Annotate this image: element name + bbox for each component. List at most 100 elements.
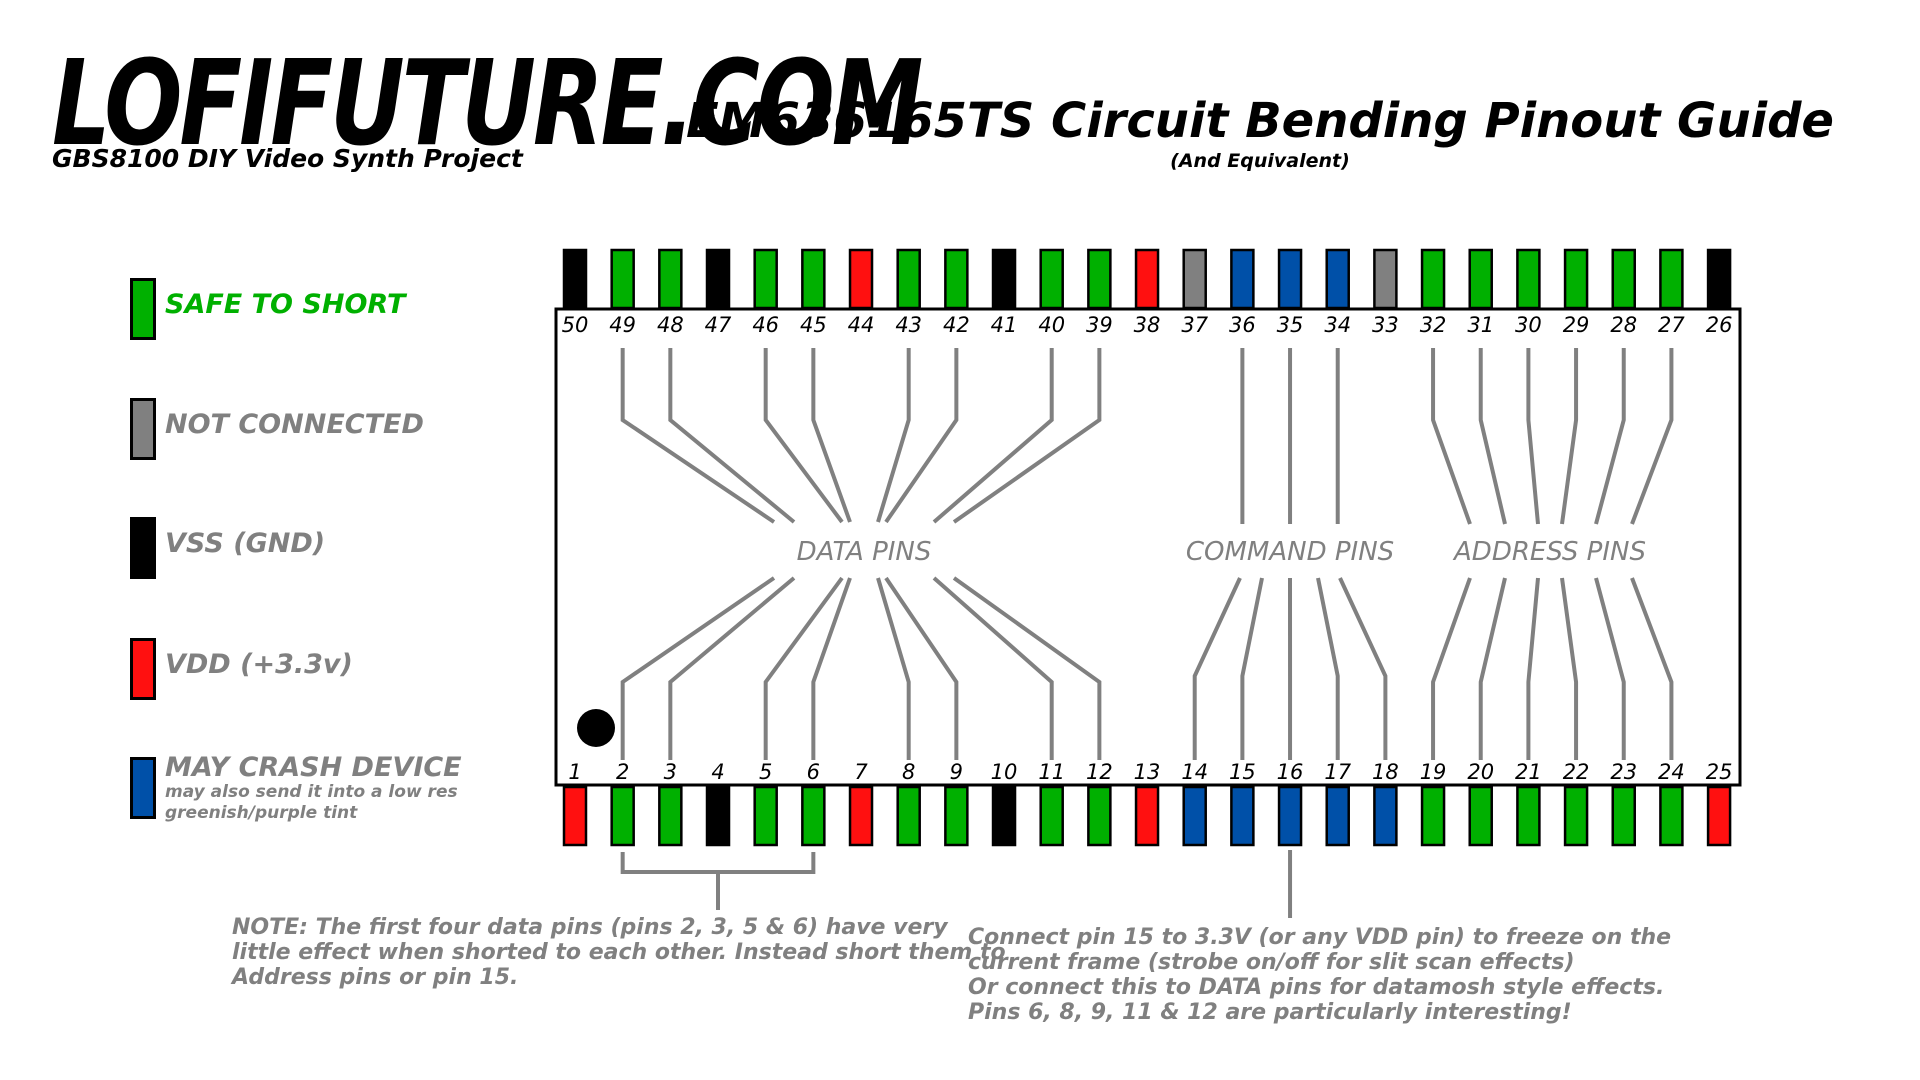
command-pins-label: COMMAND PINS [1186,537,1394,567]
pin-label-10: 10 [991,760,1018,784]
legend-swatch-vss [130,517,156,579]
legend-swatch-not-connected [130,398,156,460]
data-line-top-39 [952,348,1102,524]
pin-bottom-4 [705,785,731,847]
pin-bottom-23 [1611,785,1636,847]
pin-bottom-3 [658,785,683,847]
pin-label-4: 4 [711,760,724,784]
legend-label-crash: MAY CRASH DEVICE [165,752,462,783]
pin-top-32 [1420,248,1446,310]
pin1-marker [577,709,615,747]
bracket-data-pins [620,852,816,874]
legend-swatch-safe [130,278,156,340]
pin-bottom-1 [562,785,588,847]
data-line-bottom-8 [876,577,911,760]
legend-label-not-connected: NOT CONNECTED [165,409,424,440]
pin-label-46: 46 [752,313,779,337]
pin-label-17: 17 [1324,760,1351,784]
pin-label-33: 33 [1372,313,1399,337]
pin-label-8: 8 [902,760,915,784]
address-line-bottom-24 [1630,577,1674,760]
pin-bottom-18 [1373,785,1398,847]
pin-top-31 [1468,248,1493,310]
pin-label-15: 15 [1229,760,1256,784]
pin-label-48: 48 [657,313,684,337]
pin-label-34: 34 [1324,313,1351,337]
pin-bottom-22 [1563,785,1589,847]
pin-label-24: 24 [1658,760,1685,784]
pin-top-50 [562,248,588,310]
pin-label-47: 47 [705,313,732,337]
command-line-bottom-18 [1338,577,1388,760]
pin-bottom-20 [1468,785,1493,847]
pin-bottom-6 [801,785,826,847]
pin-top-49 [610,248,635,310]
pin-label-49: 49 [609,313,636,337]
pin-bottom-21 [1516,785,1541,847]
pin-top-48 [658,248,683,310]
data-line-top-45 [811,348,852,523]
address-line-bottom-21 [1526,577,1540,760]
pin-top-27 [1659,248,1684,310]
pin-top-33 [1373,248,1398,310]
data-line-bottom-3 [668,576,796,760]
pin-label-19: 19 [1420,760,1447,784]
pin-top-29 [1563,248,1589,310]
pin-label-37: 37 [1181,313,1208,337]
pin-label-1: 1 [568,760,581,784]
chip-body [554,307,1742,787]
pin-top-40 [1039,248,1064,310]
pin-label-38: 38 [1134,313,1161,337]
data-line-top-40 [932,348,1054,524]
pin-label-29: 29 [1563,313,1590,337]
address-line-bottom-23 [1594,577,1626,760]
pin-label-31: 31 [1467,313,1494,337]
note-data-pins: NOTE: The first four data pins (pins 2, … [232,915,1006,990]
pin-label-23: 23 [1610,760,1637,784]
pin-label-18: 18 [1372,760,1399,784]
legend-label-vss: VSS (GND) [165,528,326,559]
legend-note-crash: may also send it into a low res greenish… [165,782,458,823]
pin-label-22: 22 [1563,760,1590,784]
address-line-top-27 [1630,348,1674,525]
legend-swatch-vdd [130,638,156,700]
data-line-bottom-5 [763,576,844,760]
pin-bottom-24 [1659,785,1684,847]
pin-label-21: 21 [1515,760,1542,784]
address-pins-label: ADDRESS PINS [1452,537,1646,567]
pin-bottom-11 [1039,785,1064,847]
data-line-top-42 [884,348,959,524]
command-line-bottom-15 [1240,577,1264,760]
pin-label-39: 39 [1086,313,1113,337]
pin-label-25: 25 [1706,760,1733,784]
address-line-bottom-19 [1431,577,1472,760]
pin-label-50: 50 [562,313,589,337]
address-line-top-30 [1526,348,1540,525]
pin-label-5: 5 [759,760,772,784]
pin-top-44 [848,248,874,310]
page-subtitle: (And Equivalent) [1170,150,1350,172]
command-line-bottom-17 [1316,577,1340,760]
pin-label-13: 13 [1134,760,1161,784]
pin-top-34 [1325,248,1350,310]
data-line-bottom-12 [952,576,1102,760]
pin-top-47 [705,248,731,310]
pin-bottom-17 [1325,785,1350,847]
pin-label-27: 27 [1658,313,1685,337]
pin-bottom-13 [1134,785,1160,847]
address-line-top-32 [1431,348,1472,525]
address-line-top-28 [1594,348,1626,525]
data-line-top-46 [763,348,844,524]
pin-label-36: 36 [1229,313,1256,337]
pin-label-40: 40 [1038,313,1065,337]
pin-top-46 [753,248,778,310]
pin-top-39 [1087,248,1112,310]
pin-top-28 [1611,248,1636,310]
command-line-bottom-14 [1192,577,1242,760]
pin-label-44: 44 [848,313,875,337]
pin-label-41: 41 [991,313,1018,337]
pin-label-43: 43 [895,313,922,337]
pin-label-32: 32 [1420,313,1447,337]
pin-label-16: 16 [1277,760,1304,784]
